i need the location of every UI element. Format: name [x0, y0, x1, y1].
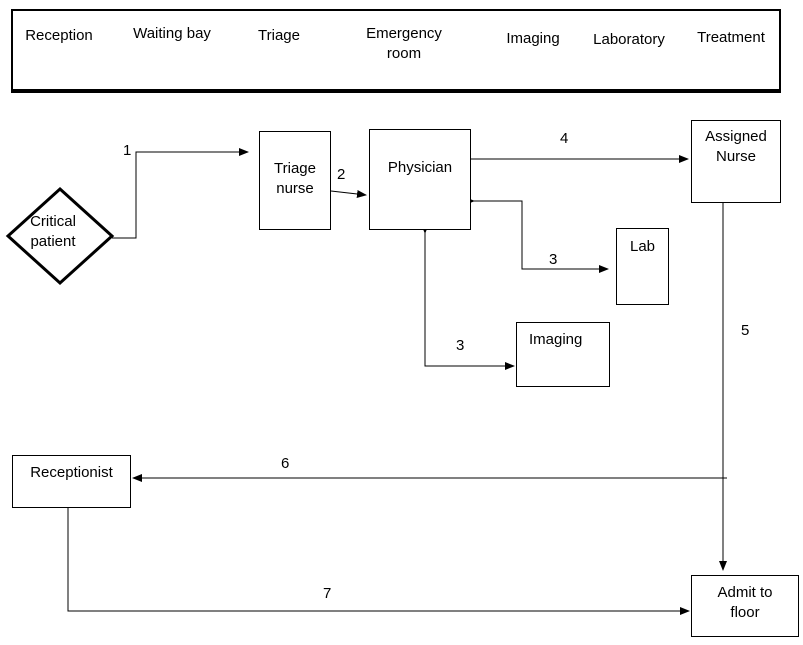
- arrow-3-imaging: [421, 224, 515, 370]
- step-6-label: 6: [281, 455, 290, 472]
- arrow-2: [330, 190, 367, 198]
- header-triage: Triage: [258, 27, 300, 44]
- critical-patient-diamond: [5, 186, 115, 286]
- triage-nurse-box: Triage nurse: [259, 131, 331, 230]
- physician-box: Physician: [369, 129, 471, 230]
- header-waiting-bay: Waiting bay: [133, 25, 211, 42]
- receptionist-box: Receptionist: [12, 455, 131, 508]
- department-header: [11, 9, 781, 93]
- header-laboratory: Laboratory: [593, 31, 665, 48]
- step-5-label: 5: [741, 322, 750, 339]
- lab-box: Lab: [616, 228, 669, 305]
- header-emergency-room: Emergency room: [366, 25, 442, 62]
- step-1-label: 1: [123, 142, 132, 159]
- arrow-7: [67, 508, 690, 615]
- step-3-lab-label: 3: [549, 251, 558, 268]
- header-treatment: Treatment: [697, 29, 765, 46]
- step-2-label: 2: [337, 166, 346, 183]
- critical-patient-label: Critical patient: [30, 213, 76, 250]
- step-3-imaging-label: 3: [456, 337, 465, 354]
- arrow-3-lab: [465, 197, 609, 273]
- assigned-nurse-box: Assigned Nurse: [691, 120, 781, 203]
- admit-to-floor-box: Admit to floor: [691, 575, 799, 637]
- step-7-label: 7: [323, 585, 332, 602]
- header-reception: Reception: [25, 27, 93, 44]
- imaging-box: Imaging: [516, 322, 610, 387]
- arrow-1: [112, 148, 249, 239]
- header-imaging: Imaging: [506, 30, 560, 47]
- step-4-label: 4: [560, 130, 569, 147]
